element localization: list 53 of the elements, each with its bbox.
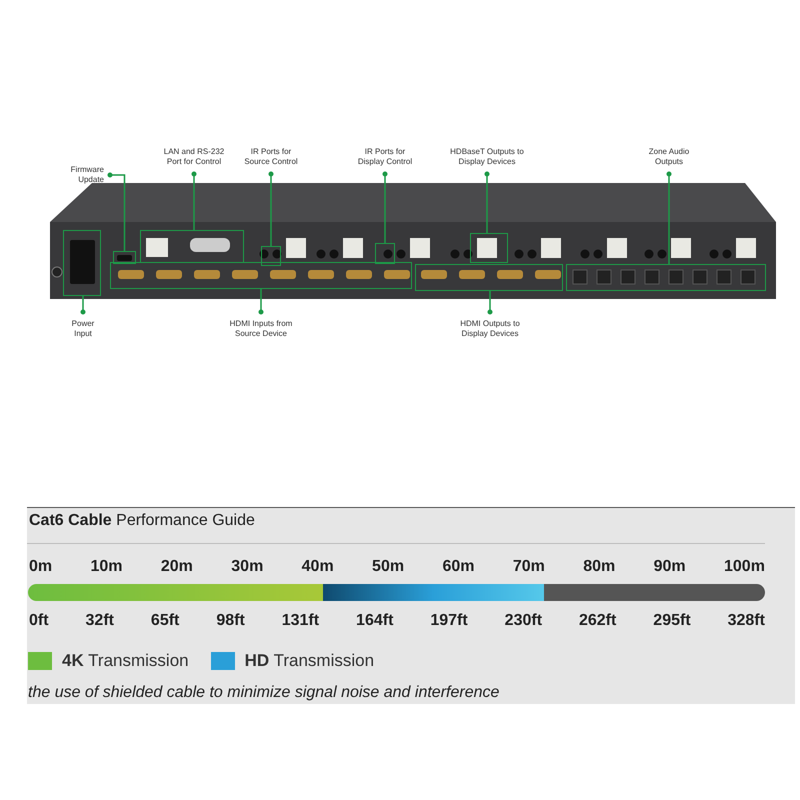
distance-label: 50m	[372, 558, 404, 576]
distance-label: 230ft	[504, 612, 542, 630]
callout-highlight-box	[140, 230, 244, 263]
distance-label: 0m	[29, 558, 52, 576]
leader-line	[80, 296, 86, 314]
callout-label: LAN and RS-232 Port for Control	[159, 146, 229, 168]
legend-label: 4K Transmission	[62, 651, 189, 671]
callout-label: IR Ports for Display Control	[352, 146, 418, 168]
leader-line	[258, 289, 264, 314]
leader-line	[488, 291, 492, 314]
distance-label: 32ft	[86, 612, 114, 630]
distance-label: 40m	[302, 558, 334, 576]
callout-highlight-box	[470, 233, 508, 263]
callout-highlight-box	[566, 264, 766, 291]
distance-label: 328ft	[728, 612, 765, 630]
guide-title: Cat6 Cable Performance Guide	[29, 512, 255, 530]
callout-highlight-box	[63, 230, 101, 296]
distance-label: 30m	[231, 558, 264, 576]
leader-line	[382, 172, 388, 243]
distance-label: 262ft	[578, 612, 616, 630]
distance-label: 98ft	[216, 612, 245, 630]
leader-line	[484, 172, 490, 233]
callout-highlight-box	[415, 264, 563, 291]
callout-label: HDMI Inputs from Source Device	[221, 318, 301, 340]
distance-label: 60m	[442, 558, 474, 576]
callout-label: IR Ports for Source Control	[240, 146, 302, 168]
leader-line	[192, 172, 196, 230]
legend-label: HD Transmission	[244, 651, 374, 671]
callout-highlight-box	[113, 251, 136, 264]
distance-label: 197ft	[430, 612, 468, 630]
distance-label: 90m	[654, 558, 686, 576]
callout-label: HDMI Outputs to Display Devices	[450, 318, 530, 340]
callout-highlight-box	[375, 243, 395, 264]
distance-label: 10m	[90, 558, 123, 576]
distance-label: 100m	[724, 558, 765, 576]
callout-highlight-box	[261, 246, 281, 266]
callout-label: Firmware Update	[56, 164, 104, 186]
distance-label: 65ft	[150, 612, 180, 630]
leader-line	[268, 172, 274, 246]
distance-label: 70m	[512, 558, 545, 576]
note-text: the use of shielded cable to minimize signal noise and interference	[28, 684, 500, 702]
distance-label: 131ft	[282, 612, 320, 630]
distance-label: 80m	[583, 558, 616, 576]
distance-label: 164ft	[356, 612, 394, 630]
distance-label: 295ft	[653, 612, 691, 630]
leader-line	[666, 172, 672, 264]
callout-label: HDBaseT Outputs to Display Devices	[447, 146, 527, 168]
leader-line	[108, 172, 126, 251]
distance-label: 20m	[160, 558, 193, 576]
distance-label: 0ft	[29, 612, 49, 630]
callout-label: Power Input	[62, 318, 104, 340]
callout-highlight-box	[110, 262, 412, 289]
callout-label: Zone Audio Outputs	[639, 146, 699, 168]
